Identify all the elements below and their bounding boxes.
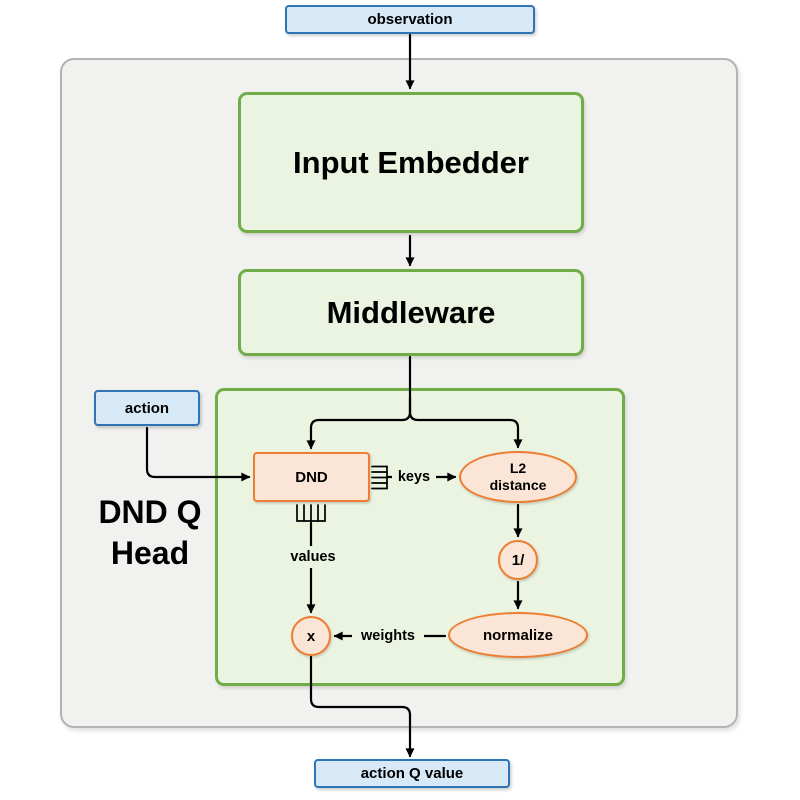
observation-node: observation [285, 5, 535, 34]
normalize-node: normalize [448, 612, 588, 658]
dnd-q-head-title-line1: DND Q [98, 494, 202, 530]
input-embedder-node: Input Embedder [238, 92, 584, 233]
dnd-node: DND [253, 452, 370, 502]
reciprocal-label: 1/ [511, 551, 525, 569]
action-label: action [124, 399, 170, 417]
multiply-label: x [306, 627, 316, 645]
l2-distance-label-line1: L2 [509, 460, 527, 476]
action-q-value-node: action Q value [314, 759, 510, 788]
reciprocal-node: 1/ [498, 540, 538, 580]
values-edge-label: values [282, 546, 344, 568]
dnd-q-head-title-line2: Head [110, 535, 190, 571]
observation-label: observation [367, 11, 453, 28]
normalize-label: normalize [482, 626, 554, 644]
middleware-node: Middleware [238, 269, 584, 356]
action-q-value-label: action Q value [360, 765, 464, 782]
multiply-node: x [291, 616, 331, 656]
dnd-label: DND [295, 468, 328, 486]
l2-distance-label-line2: distance [489, 477, 547, 493]
l2-distance-node: L2 distance [459, 451, 577, 503]
action-node: action [94, 390, 200, 426]
keys-edge-label: keys [392, 466, 436, 488]
weights-edge-label: weights [352, 625, 424, 647]
input-embedder-label: Input Embedder [293, 144, 529, 180]
dnd-q-head-title: DND Q Head [62, 492, 238, 574]
middleware-label: Middleware [326, 294, 496, 330]
